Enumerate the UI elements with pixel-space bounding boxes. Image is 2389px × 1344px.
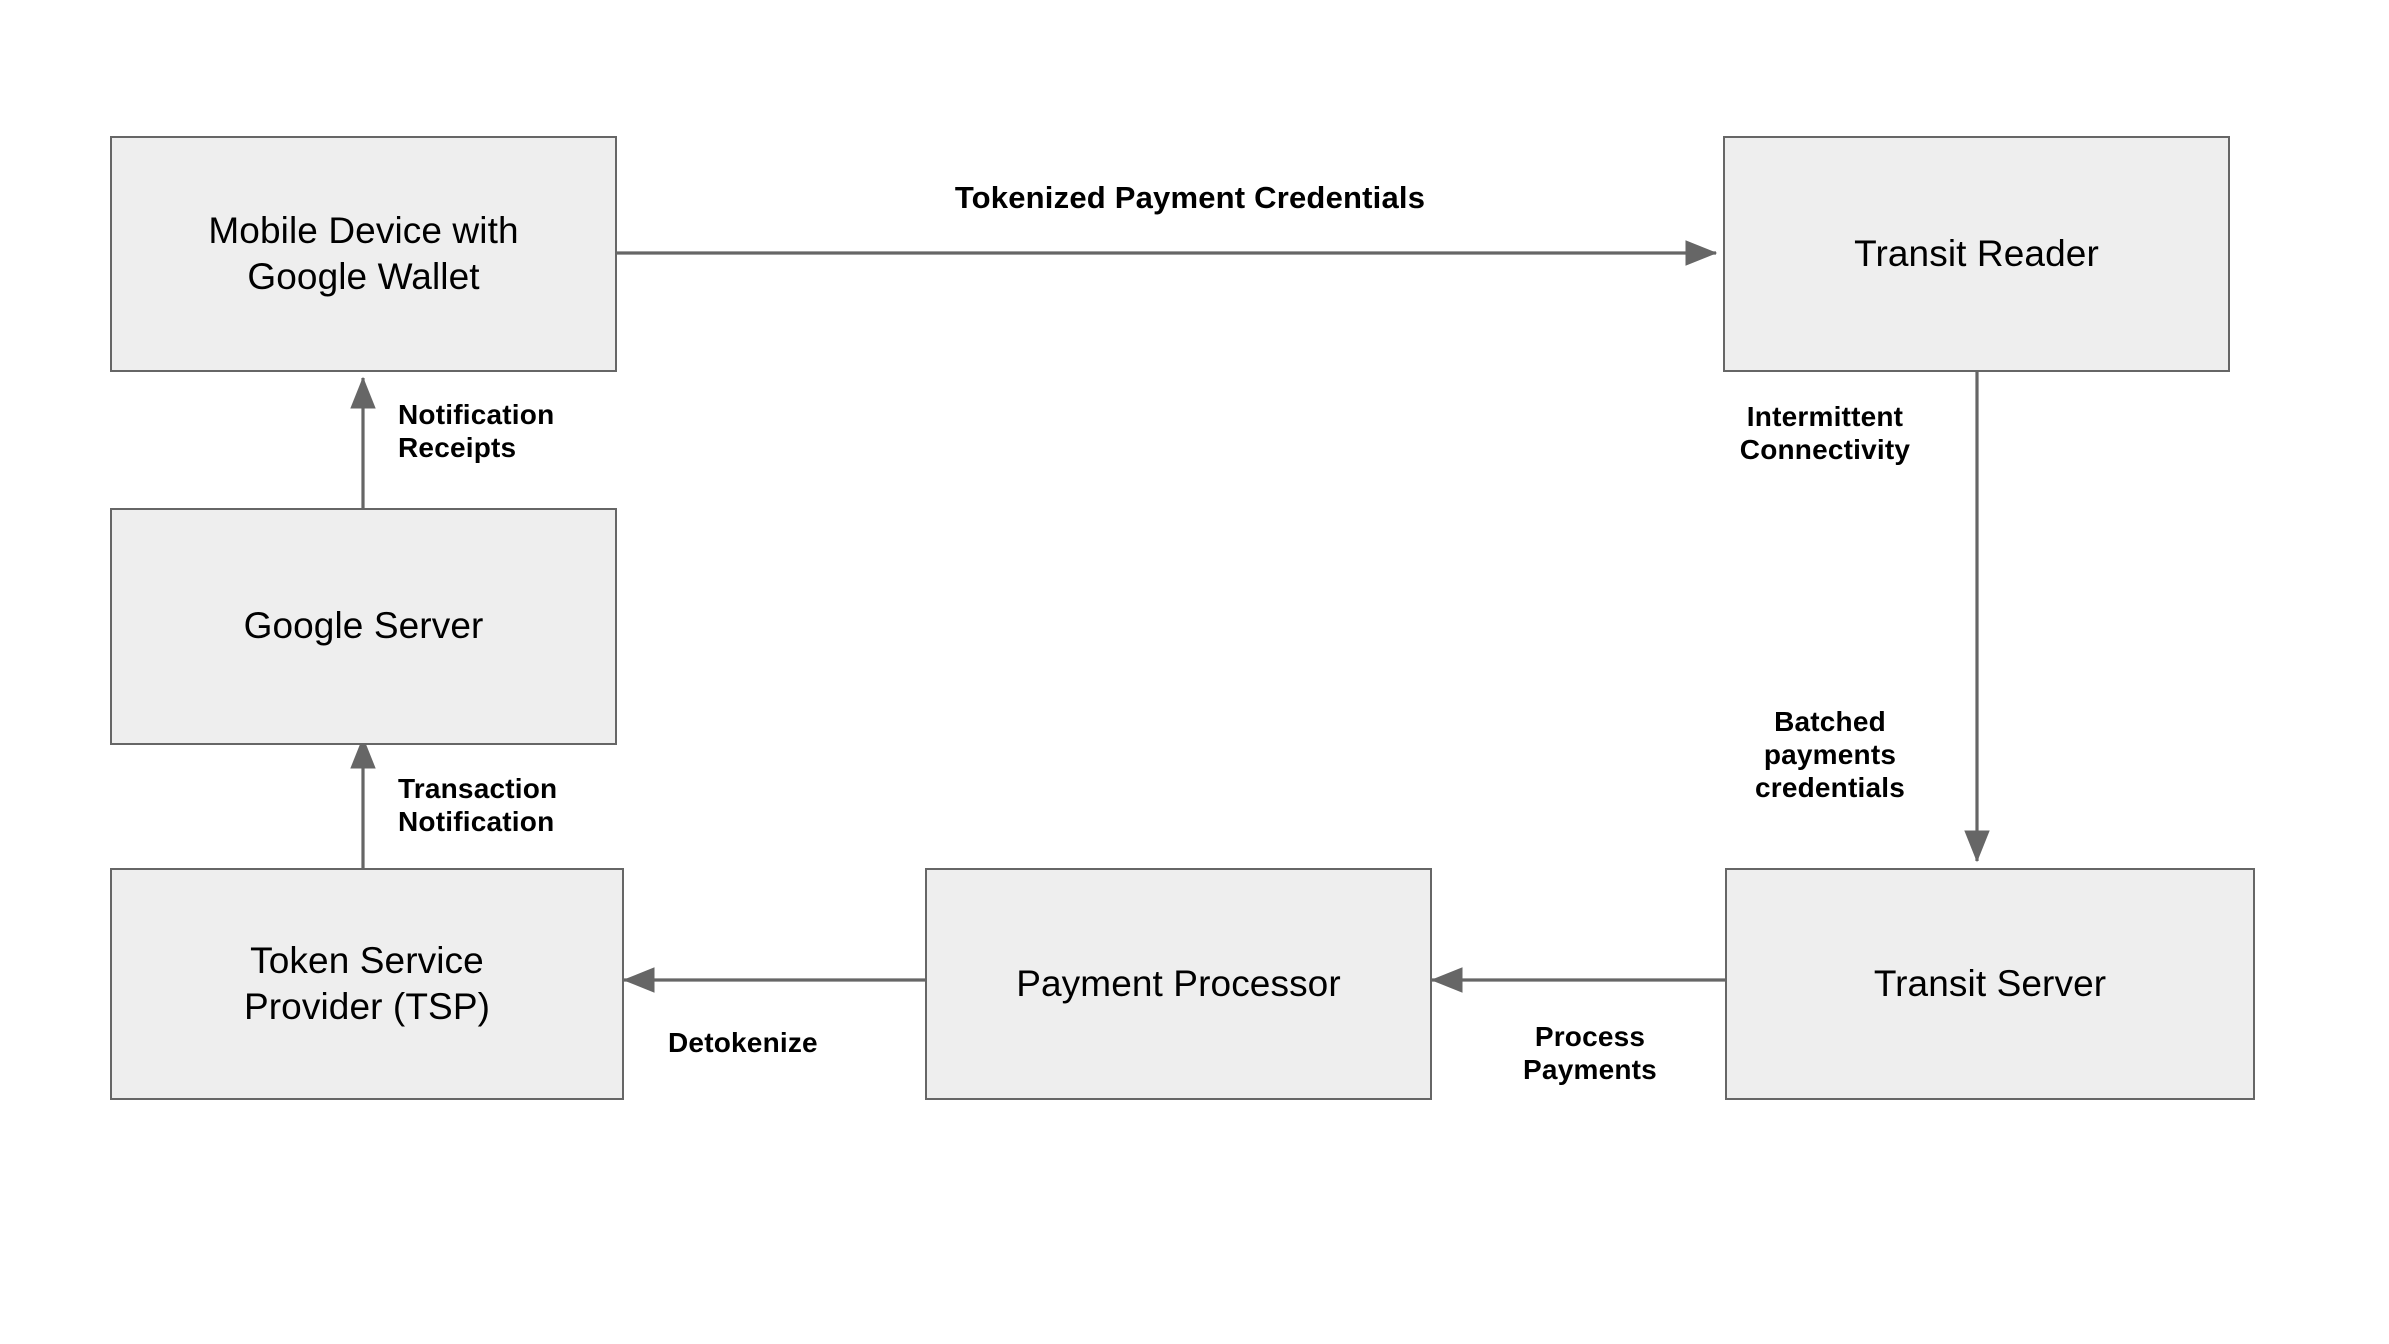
edge-label-notification-receipts: Notification Receipts (398, 399, 555, 464)
edge-label-intermittent-connectivity: Intermittent Connectivity (1739, 401, 1911, 466)
node-token-service-provider[interactable]: Token Service Provider (TSP) (110, 868, 624, 1100)
node-google-server[interactable]: Google Server (110, 508, 617, 745)
node-label-google-server: Google Server (243, 605, 484, 647)
edge-label-transaction-notification: Transaction Notification (398, 773, 558, 838)
node-label-transit-reader: Transit Reader (1854, 232, 2099, 274)
node-transit-reader[interactable]: Transit Reader (1723, 136, 2230, 372)
edge-label-tokenized-payment-credentials: Tokenized Payment Credentials (954, 180, 1426, 215)
node-label-payment-processor: Payment Processor (1016, 962, 1341, 1004)
node-transit-server[interactable]: Transit Server (1725, 868, 2255, 1100)
node-mobile-device[interactable]: Mobile Device with Google Wallet (110, 136, 617, 372)
node-label-transit-server: Transit Server (1873, 962, 2107, 1004)
node-payment-processor[interactable]: Payment Processor (925, 868, 1432, 1100)
edge-label-detokenize: Detokenize (668, 1027, 818, 1058)
edge-label-batched-payments-credentials: Batched payments credentials (1754, 706, 1906, 804)
node-label-mobile-device: Mobile Device with Google Wallet (208, 209, 519, 297)
edge-label-process-payments: Process Payments (1523, 1021, 1657, 1086)
node-label-token-service-provider: Token Service Provider (TSP) (243, 939, 491, 1027)
